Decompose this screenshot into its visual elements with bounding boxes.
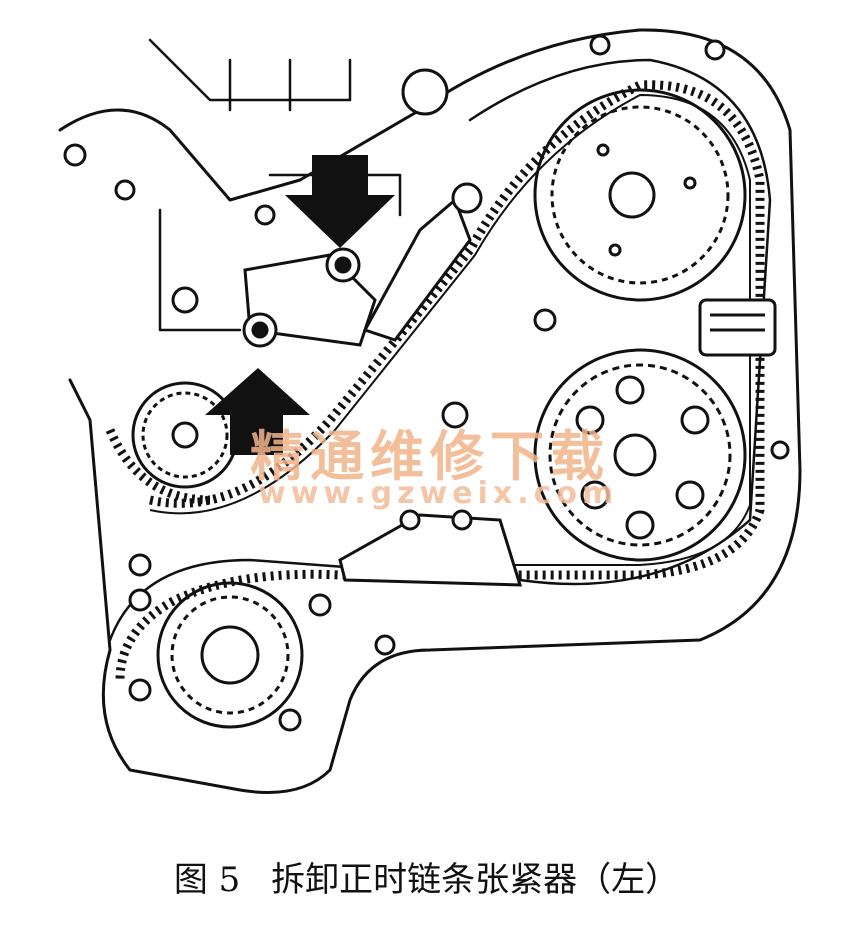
left-sprocket [131, 381, 239, 489]
arrow-up [205, 368, 310, 455]
idler-gear-large [533, 348, 747, 562]
figure-label: 图 5 [173, 860, 241, 900]
arrow-down [285, 155, 395, 248]
timing-chain [105, 80, 765, 681]
cover-inner [108, 58, 772, 642]
chain-tensioner [242, 197, 472, 348]
timing-chain-diagram [58, 28, 802, 794]
figure-caption: 图 5 拆卸正时链条张紧器（左） [0, 852, 853, 901]
watermark-title: 精通维修下载 [250, 425, 610, 488]
watermark-url: www.gzweix.com [258, 476, 619, 511]
chain-guide [338, 509, 523, 587]
figure-title: 拆卸正时链条张紧器（左） [271, 860, 680, 900]
crankshaft-sprocket [156, 581, 304, 729]
camshaft-sprocket [533, 88, 747, 302]
bolts [63, 34, 790, 732]
